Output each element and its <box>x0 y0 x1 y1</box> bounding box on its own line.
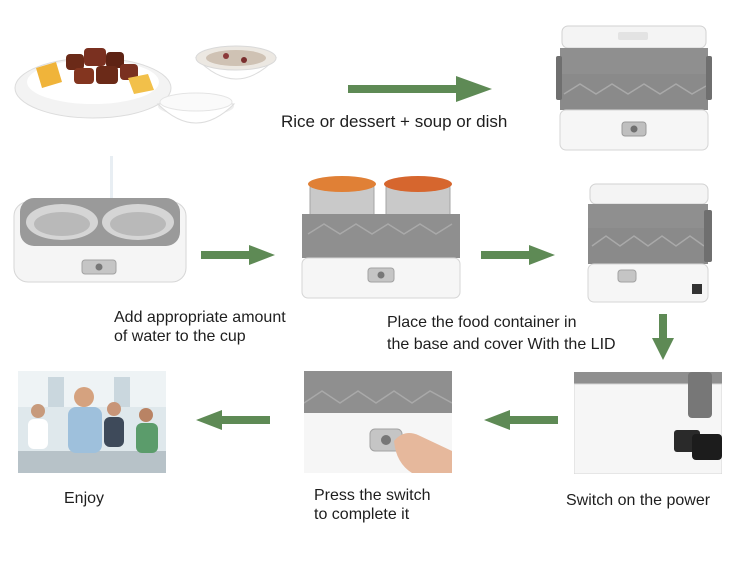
step-add-water-line2: of water to the cup <box>114 328 246 345</box>
step-place-food-line1: Place the food container in <box>387 314 577 331</box>
arrow-left-icon <box>196 410 270 430</box>
step-enjoy-caption: Enjoy <box>64 490 105 507</box>
step-intro-caption: Rice or dessert + soup or dish <box>281 112 508 131</box>
arrow-right-icon <box>348 76 492 102</box>
arrow-right-icon <box>481 245 555 265</box>
step-place-food-line2: the base and cover With the LID <box>387 336 616 353</box>
open-base-image <box>12 150 188 290</box>
arrow-left-icon <box>484 410 558 430</box>
press-switch-image <box>304 371 452 473</box>
food-containers-image <box>300 170 462 302</box>
step-power-caption: Switch on the power <box>566 492 711 509</box>
step-add-water-line1: Add appropriate amount <box>114 309 286 326</box>
arrow-right-icon <box>201 245 275 265</box>
step-press-switch-line2: to complete it <box>314 506 410 523</box>
step-press-switch-line1: Press the switch <box>314 487 431 504</box>
closed-cooker-lid-image <box>586 180 714 306</box>
power-plug-image <box>574 372 722 474</box>
arrow-down-icon <box>652 314 674 360</box>
food-illustration <box>8 30 278 130</box>
people-photo <box>18 371 166 473</box>
closed-cooker-image <box>556 22 712 154</box>
